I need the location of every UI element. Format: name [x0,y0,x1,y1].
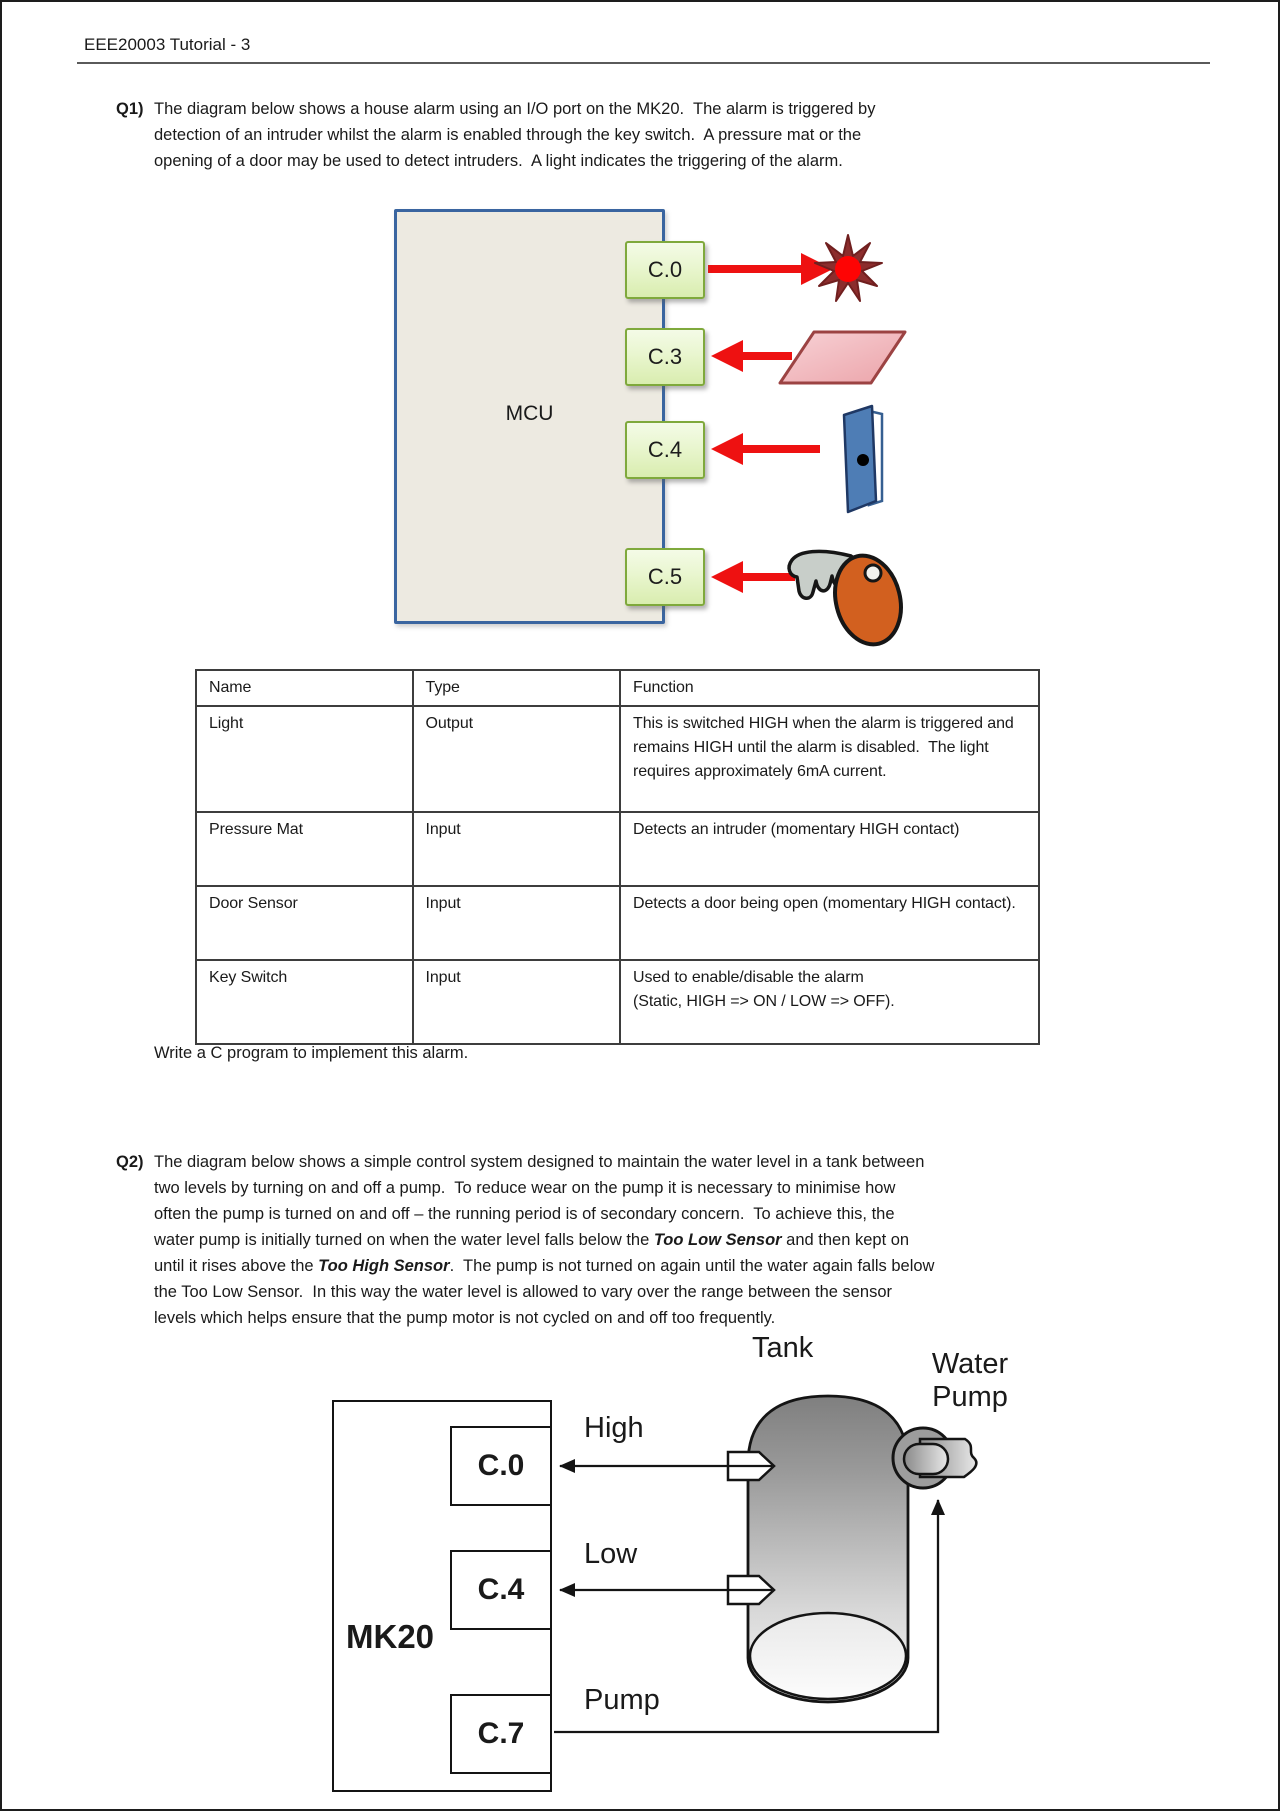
text-run: two levels by turning on and off a pump.… [154,1179,896,1197]
q1-task-line: Write a C program to implement this alar… [154,1044,469,1062]
table-cell-name: Door Sensor [195,885,414,961]
q1-paragraph-line: The diagram below shows a house alarm us… [154,100,876,118]
table-cell-name: Key Switch [195,959,414,1045]
table-cell-name: Light [195,705,414,813]
port-label: C.5 [647,564,683,589]
port-box-c4-q2: C.4 [450,1550,552,1630]
emphasized-text: Too High Sensor [318,1257,450,1275]
port-box-c7-q2: C.7 [450,1694,552,1774]
mcu-box [394,209,665,624]
q2-paragraph-line: often the pump is turned on and off – th… [154,1201,934,1227]
q2-paragraph-line: until it rises above the Too High Sensor… [154,1253,934,1279]
c4-input-arrow [711,433,820,465]
text-run: water pump is initially turned on when t… [154,1231,654,1249]
port-box-c0-q2: C.0 [450,1426,552,1506]
port-label: C.4 [477,1573,525,1606]
table-cell-type: Input [411,811,622,887]
pump-signal-label: Pump [584,1684,660,1716]
text-run: The diagram below shows a simple control… [154,1153,925,1171]
table-header-cell: Type [411,669,622,707]
port-box-c5: C.5 [625,548,705,606]
c3-input-arrow [711,340,792,372]
port-label: C.0 [647,257,683,282]
header-rule [77,62,1210,64]
tank-icon [746,1394,910,1704]
q2-paragraph: The diagram below shows a simple control… [154,1149,934,1331]
mcu-label: MCU [505,402,554,425]
low-signal-label: Low [584,1538,638,1570]
water-pump-icon [891,1426,978,1490]
table-cell-type: Output [411,705,622,813]
port-box-c0: C.0 [625,241,705,299]
port-label: C.4 [647,437,683,462]
q1-paragraph: The diagram below shows a house alarm us… [154,96,875,174]
text-run: levels which helps ensure that the pump … [154,1309,776,1327]
q2-paragraph-line: the Too Low Sensor. In this way the wate… [154,1279,934,1305]
table-cell-function: Detects a door being open (momentary HIG… [619,885,1040,961]
table-cell-function: This is switched HIGH when the alarm is … [619,705,1040,813]
c0-output-arrow [708,253,833,285]
c5-input-arrow [711,561,795,593]
mk20-label: MK20 [346,1618,435,1655]
q2-paragraph-line: two levels by turning on and off a pump.… [154,1175,934,1201]
high-level-sensor-icon [726,1450,776,1482]
q1-paragraph-line: opening of a door may be used to detect … [154,152,843,170]
q2-label: Q2) [116,1153,144,1171]
q2-paragraph-line: The diagram below shows a simple control… [154,1149,934,1175]
tank-label: Tank [752,1332,814,1364]
q2-paragraph-line: levels which helps ensure that the pump … [154,1305,934,1331]
q1-label: Q1) [116,100,144,118]
port-label: C.7 [477,1717,525,1750]
table-cell-type: Input [411,959,622,1045]
alarm-light-icon [814,234,883,302]
port-label: C.3 [647,344,683,369]
q1-paragraph-line: detection of an intruder whilst the alar… [154,126,862,144]
high-signal-label: High [584,1412,644,1444]
key-icon [787,549,903,647]
page-header: EEE20003 Tutorial - 3 [84,35,251,54]
port-box-c4: C.4 [625,421,705,479]
text-run: the Too Low Sensor. In this way the wate… [154,1283,893,1301]
water-pump-label: Water Pump [931,1348,1009,1413]
pressure-mat-icon [778,330,907,385]
text-run: until it rises above the [154,1257,319,1275]
q2-paragraph-line: water pump is initially turned on when t… [154,1227,934,1253]
table-header-cell: Name [195,669,414,707]
table-cell-name: Pressure Mat [195,811,414,887]
port-box-c3: C.3 [625,328,705,386]
table-cell-function: Detects an intruder (momentary HIGH cont… [619,811,1040,887]
text-run: often the pump is turned on and off – th… [154,1205,895,1223]
door-icon [842,404,884,514]
table-header-cell: Function [619,669,1040,707]
table-cell-function: Used to enable/disable the alarm (Static… [619,959,1040,1045]
text-run: . The pump is not turned on again until … [449,1257,935,1275]
port-label: C.0 [477,1449,525,1482]
low-level-sensor-icon [726,1574,776,1606]
table-cell-type: Input [411,885,622,961]
text-run: and then kept on [781,1231,910,1249]
emphasized-text: Too Low Sensor [653,1231,782,1249]
